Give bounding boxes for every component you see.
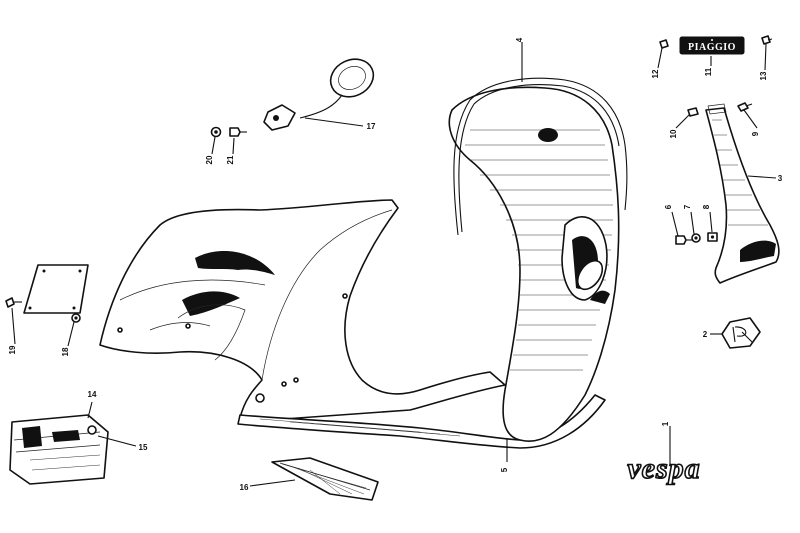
edge-trim: [453, 77, 628, 236]
vespa-script-logo: vespa: [627, 451, 701, 486]
screw-6: [675, 235, 692, 245]
callout-11: 11: [704, 67, 713, 76]
emblem-badge: [721, 317, 761, 349]
callout-7: 7: [683, 204, 692, 209]
vespa-logo-text: vespa: [627, 452, 700, 485]
glove-box: [9, 414, 109, 485]
callout-16: 16: [240, 483, 249, 492]
bracket-plate: [23, 264, 89, 314]
washer-7: [691, 233, 701, 243]
edge-trim-inner: [458, 84, 620, 233]
nut-20: [210, 126, 222, 138]
body-shell: [99, 199, 506, 421]
callout-15: 15: [139, 443, 148, 452]
screw-21: [229, 127, 247, 137]
callout-9: 9: [751, 131, 760, 136]
floor-grille: [271, 457, 379, 501]
screw-9: [737, 102, 753, 112]
callout-20: 20: [205, 155, 214, 164]
callout-17: 17: [367, 122, 376, 131]
callout-21: 21: [226, 155, 235, 164]
leg-shield: [448, 86, 620, 442]
callout-14: 14: [88, 390, 97, 399]
callout-2: 2: [703, 330, 708, 339]
nut-8: [707, 232, 718, 242]
callout-labels: 1 2 3 4 5 6 7 8 9 10 11 12 13 14 15 16 1…: [8, 37, 783, 492]
nut-18: [71, 313, 81, 323]
callout-3: 3: [778, 174, 783, 183]
screw-19: [5, 297, 22, 308]
clip-12: [659, 39, 669, 49]
callout-10: 10: [669, 129, 678, 138]
callout-6: 6: [664, 204, 673, 209]
mirror: [263, 58, 375, 131]
floorboard: [237, 394, 606, 449]
callout-4: 4: [515, 37, 524, 42]
horn-cover: [705, 103, 780, 284]
callout-19: 19: [8, 345, 17, 354]
callout-13: 13: [759, 71, 768, 80]
callout-1: 1: [661, 421, 670, 426]
callout-12: 12: [651, 69, 660, 78]
piaggio-badge-text: PIAGGIO: [688, 42, 736, 53]
piaggio-badge: PIAGGIO: [679, 36, 745, 55]
callout-18: 18: [61, 347, 70, 356]
leader-lines: [11, 42, 777, 487]
callout-8: 8: [702, 204, 711, 209]
callout-5: 5: [500, 467, 509, 472]
screw-13: [761, 35, 773, 45]
